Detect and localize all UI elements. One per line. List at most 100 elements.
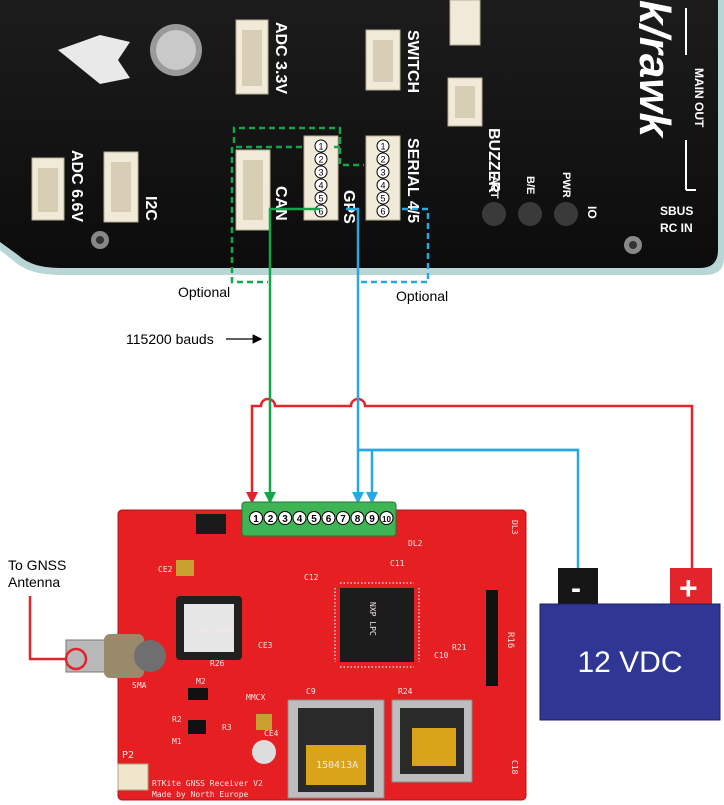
silk-m2: M2 (196, 677, 206, 686)
silk-dl2: DL2 (408, 539, 423, 548)
switch-connector (365, 29, 401, 91)
serial-pin-circle (376, 204, 390, 218)
io-label: IO (585, 206, 599, 219)
terminal-pin-circle (292, 511, 307, 525)
gps-pin-number: 2 (318, 155, 323, 165)
silk-r2: R2 (172, 715, 182, 724)
terminal-pin-number: 10 (382, 515, 391, 524)
terminal-pin-number: 2 (268, 514, 274, 525)
gps-pin-circle (314, 165, 328, 179)
silk-c10: C10 (434, 651, 449, 660)
battery: - + 12 VDC (539, 568, 721, 721)
silk-r16: R16 (505, 632, 515, 648)
serial-pin-circle (376, 165, 390, 179)
board-name: RTKite GNSS Receiver V2 (152, 779, 263, 788)
serial-pin-number: 2 (380, 155, 385, 165)
terminal-pin-circle (336, 511, 350, 525)
led-pwr-label: PWR (560, 172, 572, 198)
silk-c18: C18 (510, 760, 519, 775)
gps-pin-circle (314, 152, 328, 166)
serial-pin-number: 4 (380, 181, 385, 191)
made-by: Made by North Europe (152, 790, 249, 799)
buzzer-connector (447, 77, 483, 127)
antenna-label-line2: Antenna (8, 574, 60, 590)
battery-positive-label: + (679, 570, 698, 606)
can-label: CAN (272, 186, 289, 221)
silk-c11: C11 (390, 559, 405, 568)
blue-wire-signal (346, 207, 360, 492)
led-act (482, 202, 506, 226)
sbus-label: SBUS (660, 204, 693, 218)
gps-pin-circle (314, 178, 328, 192)
adc33-label: ADC 3.3V (272, 22, 289, 94)
antenna-callout-line (28, 596, 66, 661)
rc-in-label: RC IN (660, 221, 693, 235)
top-connector (449, 0, 481, 46)
battery-voltage-label: 12 VDC (577, 646, 682, 679)
silk-r21: R21 (452, 643, 467, 652)
optional-green-cross (232, 126, 364, 167)
switch-label: SWITCH (404, 30, 421, 93)
silk-sma: SMA (132, 681, 147, 690)
screw-right-icon (624, 236, 642, 254)
serial-pin-circle (376, 191, 390, 205)
antenna-label-line1: To GNSS (8, 557, 66, 573)
terminal-pin-circle (249, 511, 263, 525)
gps-pin-number: 5 (318, 194, 323, 204)
gps-pin-circle (314, 139, 328, 153)
terminal-pin-number: 1 (253, 514, 259, 525)
silk-ce2: CE2 (158, 565, 173, 574)
brand-text: k/rawk (630, 0, 679, 140)
gps-pin-number: 6 (318, 207, 323, 217)
gps-pin-number: 3 (318, 168, 323, 178)
serial-pin-circle (376, 152, 390, 166)
silk-dl3: DL3 (510, 520, 519, 535)
sim-text: 150413A (316, 760, 358, 771)
gps-label: GPS (340, 190, 357, 224)
can-connector (235, 149, 271, 231)
terminal-pin-number: 9 (369, 514, 375, 525)
gps-pin-number: 4 (318, 181, 323, 191)
terminal-pin-number: 3 (282, 514, 288, 525)
optional-right-label: Optional (396, 288, 448, 304)
battery-negative-label: - (571, 572, 581, 605)
serial-pin-circle (376, 139, 390, 153)
terminal-pin-number: 4 (297, 514, 303, 525)
i2c-connector (103, 151, 139, 223)
cpu-text: NXP LPC (368, 602, 377, 636)
red-wire (250, 397, 694, 568)
adc66-label: ADC 6.6V (68, 150, 85, 222)
terminal-pin-circle (379, 511, 394, 525)
silk-c12: C12 (304, 573, 319, 582)
optional-green-route (230, 145, 302, 284)
fc-logo-arrow-icon (58, 35, 130, 84)
silk-r26: R26 (210, 659, 225, 668)
optional-blue-route (358, 207, 430, 284)
terminal-pin-circle (350, 511, 365, 525)
screw-left-icon (91, 231, 109, 249)
led-be (518, 202, 542, 226)
serial-pin-number: 3 (380, 168, 385, 178)
gps-pin-circle (314, 191, 328, 205)
green-wire (268, 207, 320, 492)
terminal-pin-circle (278, 511, 292, 525)
terminal-pin-number: 7 (340, 514, 346, 525)
terminal-pin-circle (321, 511, 336, 525)
inductor-text: L01103 49JN (186, 626, 232, 634)
i2c-label: I2C (142, 196, 159, 221)
silk-m1: M1 (172, 737, 182, 746)
terminal-pin-circle (365, 511, 379, 525)
silk-p2: P2 (122, 750, 134, 761)
silk-mmcx: MMCX (246, 693, 265, 702)
gps-pin-number: 1 (318, 142, 323, 152)
silk-c9: C9 (306, 687, 316, 696)
adc66-connector (31, 157, 65, 221)
silk-r24: R24 (398, 687, 413, 696)
adc33-connector (235, 19, 269, 95)
serial-label: SERIAL 4/5 (404, 138, 421, 223)
silk-r3: R3 (222, 723, 232, 732)
baud-label: 115200 bauds (126, 331, 214, 347)
terminal-pin-circle (263, 511, 278, 525)
